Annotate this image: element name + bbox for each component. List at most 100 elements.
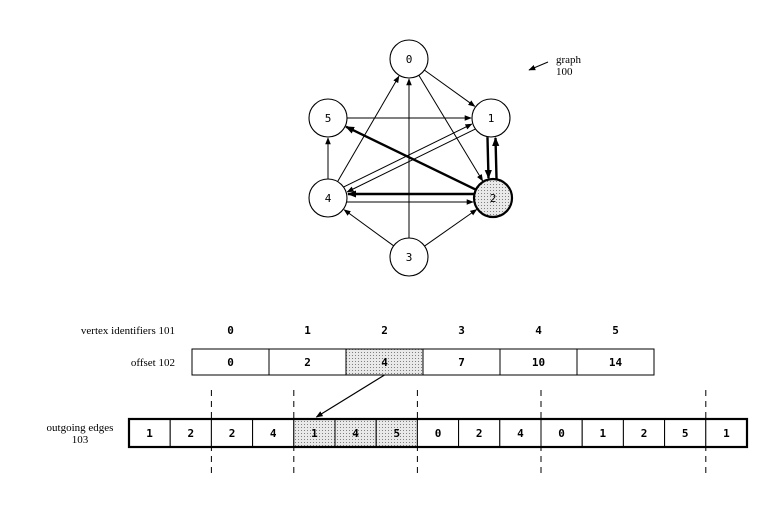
vertex-3-circle	[389, 237, 429, 277]
edge-1-to-2	[484, 137, 492, 180]
vertex-2-label: 2	[490, 192, 497, 205]
edge-cell-value: 4	[517, 427, 524, 440]
edge-3-to-2	[424, 209, 478, 247]
vertex-identifier-row: 0 1 2 3 4 5	[227, 324, 619, 337]
vertex-3: 3	[389, 237, 429, 277]
vertex-4-circle	[308, 178, 348, 218]
vertex-4-label: 4	[325, 192, 332, 205]
graph-caption: graph 100	[528, 54, 582, 78]
edge-cell-14: 1	[705, 418, 748, 448]
offset-cell-box	[191, 348, 270, 376]
edge-3-to-4	[343, 209, 394, 247]
vertex-0-label: 0	[406, 53, 413, 66]
offset-cell-3: 7	[422, 348, 501, 376]
offset-array: 0 2 4 7 10 14	[191, 348, 655, 376]
vertex-identifier-1: 1	[304, 324, 311, 337]
outgoing-edges-number: 103	[72, 434, 89, 446]
edge-cell-box	[458, 418, 501, 448]
edge-cell-9: 4	[499, 418, 542, 448]
edge-cell-0: 1	[128, 418, 171, 448]
edge-cell-box	[664, 418, 707, 448]
vertex-5-circle	[308, 98, 348, 138]
edge-cell-box	[705, 418, 748, 448]
edge-cell-value: 1	[723, 427, 730, 440]
vertex-5-label: 5	[325, 112, 332, 125]
edge-cell-value: 2	[229, 427, 236, 440]
edge-1-to-4	[346, 128, 476, 193]
offset-value: 10	[532, 356, 545, 369]
edge-cell-4: 1	[293, 418, 336, 448]
edge-cell-8: 2	[458, 418, 501, 448]
edge-cell-5: 4	[334, 418, 377, 448]
vertex-1: 1	[471, 98, 511, 138]
graph-caption-pointer	[528, 61, 549, 71]
vertex-4: 4	[308, 178, 348, 218]
outgoing-edges-array: 1 2 2 4 1 4 5 0 2 4 0 1 2 5 1	[127, 417, 749, 449]
edge-2-to-1	[492, 136, 500, 179]
vertex-identifier-3: 3	[458, 324, 465, 337]
vertex-identifiers-label: vertex identifiers 101	[81, 325, 175, 337]
edge-cell-value: 2	[187, 427, 194, 440]
outgoing-edges-border	[127, 417, 749, 449]
vertex-identifier-4: 4	[535, 324, 542, 337]
graph-vertices: 0 1 2 3 4 5	[308, 39, 514, 277]
edge-cell-1: 2	[169, 418, 212, 448]
edge-cell-value: 0	[558, 427, 565, 440]
graph-caption-number: 100	[556, 66, 573, 78]
edge-cell-13: 5	[664, 418, 707, 448]
edge-cell-value: 0	[435, 427, 442, 440]
vertex-identifier-0: 0	[227, 324, 234, 337]
offset-cell-0: 0	[191, 348, 270, 376]
edge-cell-box	[622, 418, 666, 448]
offset-value: 2	[304, 356, 311, 369]
offset-cell-2: 4	[345, 348, 424, 376]
offset-cell-box	[422, 348, 501, 376]
offset-value: 14	[609, 356, 623, 369]
vertex-3-label: 3	[406, 251, 413, 264]
edge-cell-11: 1	[581, 418, 624, 448]
vertex-identifier-5: 5	[612, 324, 619, 337]
offset-value: 0	[227, 356, 234, 369]
edge-cell-6: 5	[375, 418, 418, 448]
vertex-1-circle	[471, 98, 511, 138]
edge-4-to-0	[337, 75, 400, 182]
offset-value: 7	[458, 356, 465, 369]
edge-cell-value: 5	[393, 427, 400, 440]
edge-cell-value: 1	[311, 427, 318, 440]
vertex-2-circle	[472, 177, 514, 219]
edge-cell-value: 4	[352, 427, 359, 440]
edge-cell-box	[540, 418, 583, 448]
offset-label: offset 102	[131, 357, 175, 369]
vertex-identifier-2: 2	[381, 324, 388, 337]
edge-cell-value: 5	[682, 427, 689, 440]
offset-value: 4	[381, 356, 388, 369]
edge-cell-10: 0	[540, 418, 583, 448]
vertex-0: 0	[389, 39, 429, 79]
edge-cell-7: 0	[416, 418, 460, 448]
vertex-5: 5	[308, 98, 348, 138]
offset-cell-5: 14	[576, 348, 655, 376]
vertex-0-circle	[389, 39, 429, 79]
edge-cell-value: 2	[476, 427, 483, 440]
outgoing-edges-label: outgoing edges	[47, 422, 114, 434]
edge-0-to-1	[424, 69, 476, 107]
edge-cell-box	[293, 418, 336, 448]
offset-cell-box	[268, 348, 347, 376]
offset-cell-4: 10	[499, 348, 578, 376]
edge-cell-value: 4	[270, 427, 277, 440]
edge-0-to-2	[418, 75, 484, 182]
graph-edges	[325, 69, 500, 247]
vertex-1-label: 1	[488, 112, 495, 125]
edge-2-to-5	[345, 125, 477, 191]
edge-4-to-1	[343, 123, 473, 188]
vertex-2: 2	[472, 177, 514, 219]
offset-pointer-arrow	[315, 374, 385, 418]
edge-cell-value: 1	[146, 427, 153, 440]
edge-cell-value: 2	[641, 427, 648, 440]
edge-cell-3: 4	[252, 418, 295, 448]
offset-cell-1: 2	[268, 348, 347, 376]
edge-cell-value: 1	[599, 427, 606, 440]
graph-caption-label: graph	[556, 54, 582, 66]
edge-cell-12: 2	[622, 418, 666, 448]
